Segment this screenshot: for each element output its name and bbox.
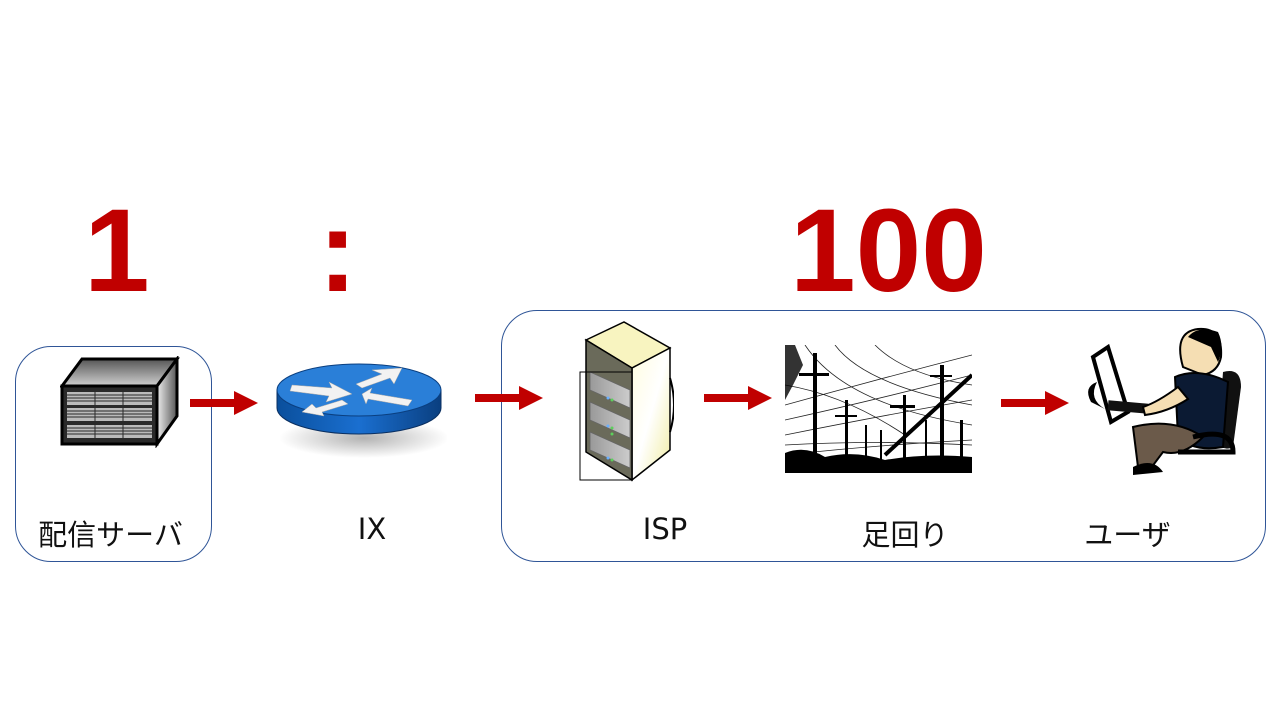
label-ix: IX <box>357 512 387 546</box>
ratio-left: 1 <box>84 185 150 317</box>
server-box-icon <box>60 356 180 448</box>
arrow-ix-to-isp <box>475 386 543 410</box>
ratio-right: 100 <box>790 185 987 317</box>
server-rack-icon <box>579 321 674 482</box>
label-last-mile: 足回り <box>861 518 949 552</box>
label-isp: ISP <box>642 512 688 546</box>
arrow-lastmile-to-user <box>1001 391 1069 415</box>
utility-poles-icon <box>785 345 972 473</box>
router-icon <box>276 363 447 458</box>
server-group-box <box>15 346 212 562</box>
arrow-isp-to-lastmile <box>704 386 772 410</box>
arrow-server-to-ix <box>190 391 258 415</box>
user-at-computer-icon <box>1088 327 1241 475</box>
ratio-separator: : <box>318 185 358 317</box>
label-distribution-server: 配信サーバ <box>38 518 183 552</box>
consumer-group-box <box>501 310 1266 562</box>
label-user: ユーザ <box>1084 518 1171 552</box>
